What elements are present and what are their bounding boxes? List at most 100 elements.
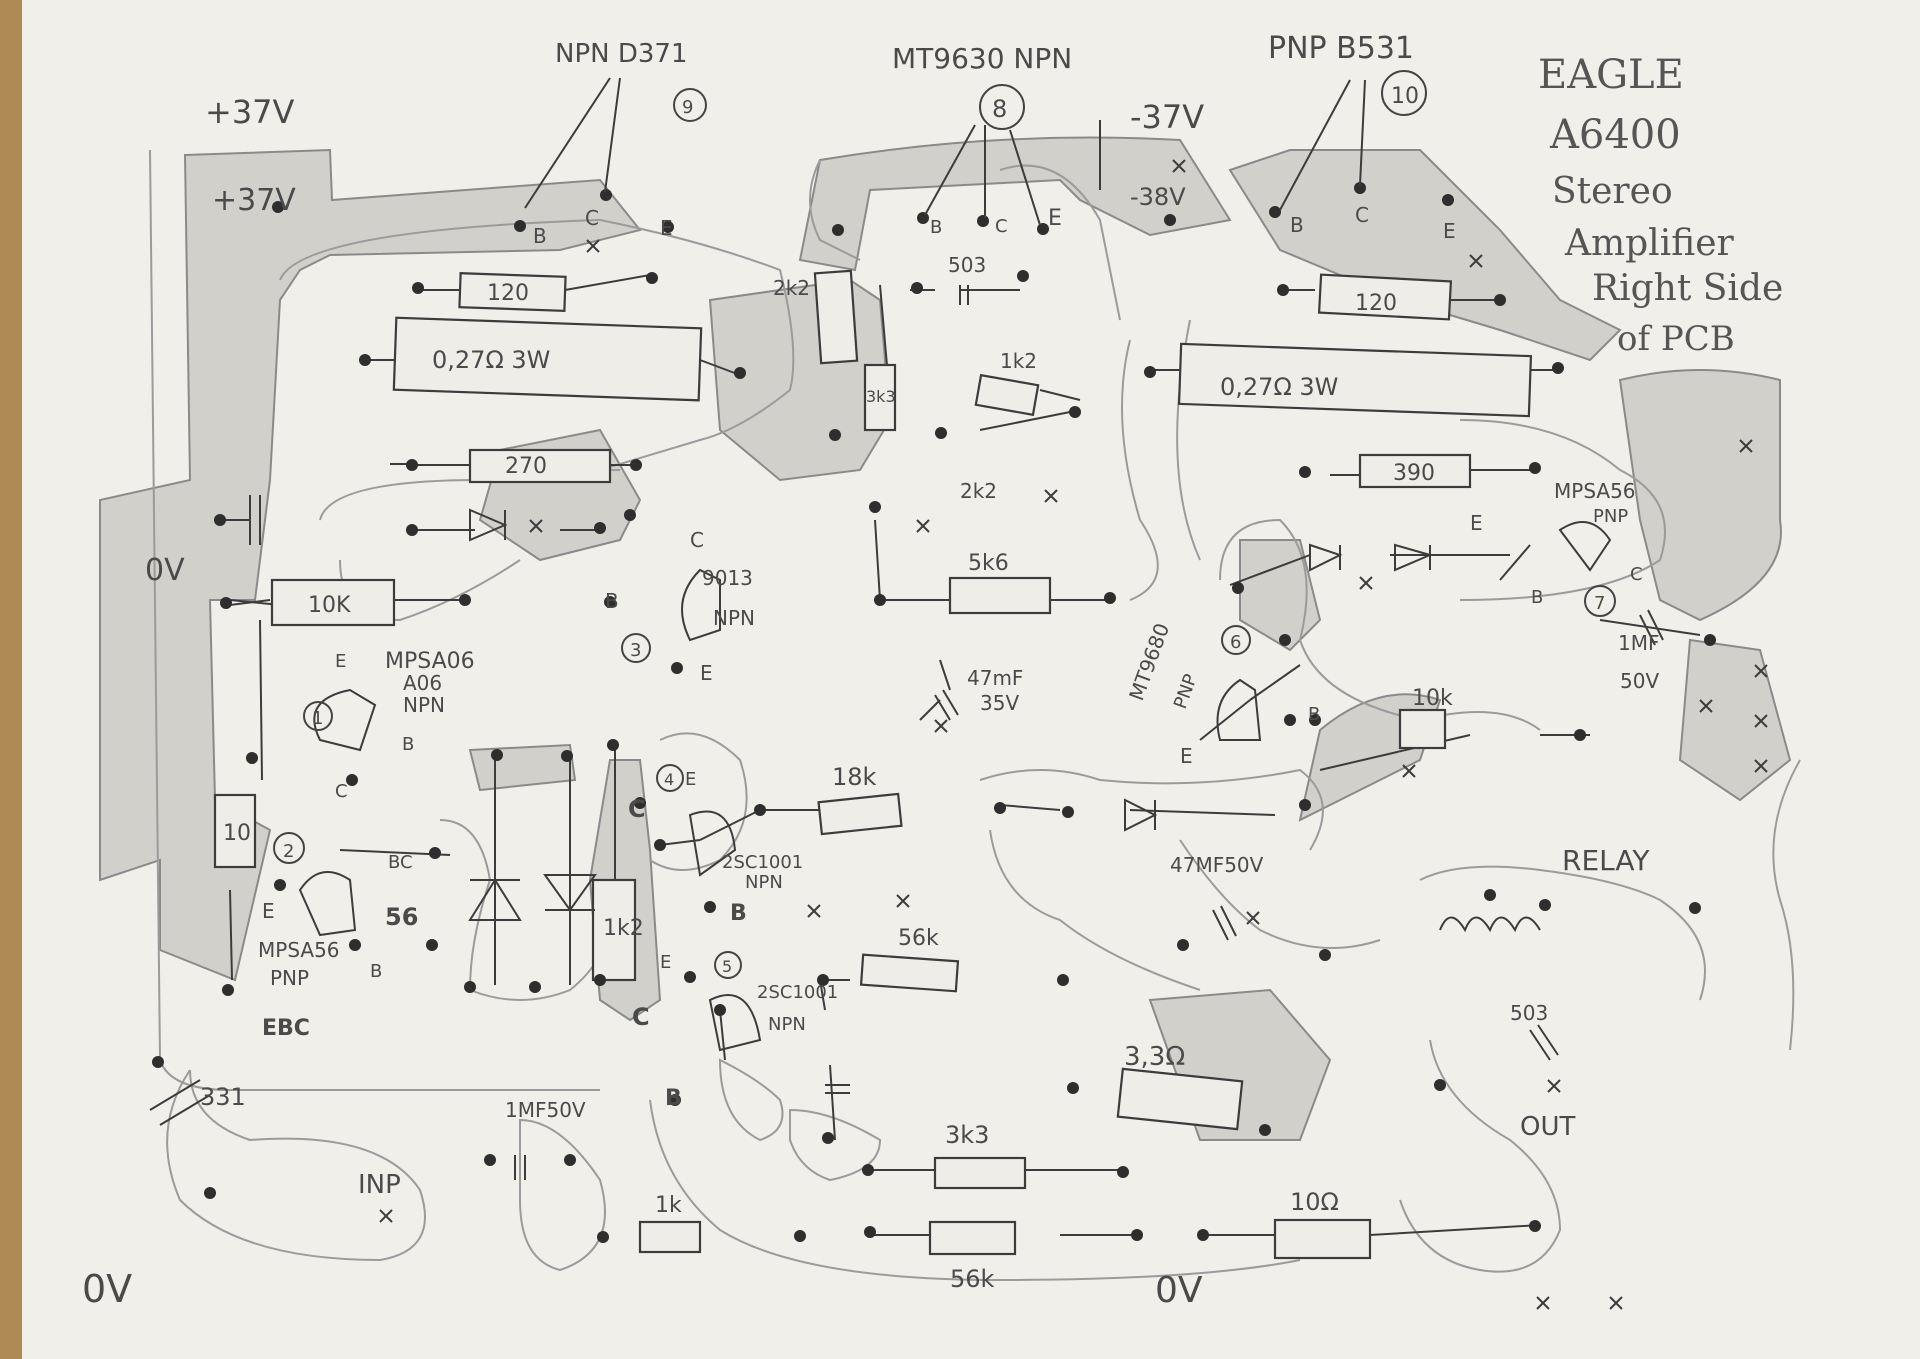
diode-right-2 — [1394, 543, 1433, 572]
cap-331 — [149, 1079, 211, 1126]
q10-number: 10 — [1391, 84, 1419, 109]
resistor-270 — [468, 448, 612, 484]
q8-pin-b: B — [930, 217, 942, 238]
label-r-3k3-v: 3k3 — [866, 387, 896, 406]
q7-pin-c: C — [1630, 564, 1643, 585]
q5-type-label: 2SC1001 — [757, 982, 838, 1003]
q8-type-label: MT9630 NPN — [892, 42, 1072, 75]
q2-number: 2 — [283, 841, 294, 862]
diode-vert-2 — [543, 874, 597, 912]
q2-pinout-label: EBC — [262, 1016, 310, 1041]
q8-pin-e: E — [1048, 206, 1062, 231]
title-line-5: Right Side — [1592, 268, 1783, 309]
label-c-47mf-50v: 47MF50V — [1170, 853, 1264, 877]
label-c-35v: 35V — [980, 691, 1019, 715]
diode-vert-1 — [468, 878, 522, 921]
q7-pnp-label: PNP — [1593, 506, 1628, 527]
rail-pos-top: +37V — [205, 93, 295, 131]
label-r-120-right: 120 — [1355, 291, 1397, 316]
resistor-3k3 — [863, 363, 897, 432]
resistor-1k2-v — [591, 878, 637, 982]
q5-number: 5 — [722, 957, 732, 976]
input-label: INP — [358, 1170, 401, 1200]
label-r-10k-small: 10k — [1412, 686, 1453, 711]
resistor-18k — [817, 792, 903, 836]
q2-body — [298, 871, 357, 937]
q6-body — [1216, 678, 1262, 741]
label-leader-lines — [524, 77, 1366, 226]
q7-body — [1558, 521, 1612, 572]
q4-pin-e: E — [685, 769, 696, 790]
right-pad-copper — [1678, 638, 1792, 802]
diode-pad-copper — [468, 743, 577, 792]
q3-type-label: 9013 — [702, 566, 753, 590]
rail-zero-bottom-left: 0V — [82, 1267, 132, 1311]
resistor-bodies — [213, 269, 1533, 1260]
q2-pin-b: B — [370, 961, 382, 982]
resistor-120-right — [1317, 273, 1453, 321]
resistor-1k2-pot — [974, 373, 1040, 417]
q8-pin-c: C — [995, 216, 1008, 237]
q6-type-label: MT9680 — [1124, 620, 1174, 704]
resistor-56k-mid — [859, 953, 960, 993]
q3-pin-b: B — [605, 589, 619, 613]
cap-1mf — [1639, 609, 1664, 646]
transistor-number-circles — [273, 70, 1616, 979]
label-r-3k3: 3k3 — [945, 1121, 989, 1149]
diode-right-1 — [1309, 543, 1343, 572]
resistor-1k — [638, 1220, 702, 1254]
right-edge-copper — [1618, 369, 1782, 622]
unused-hole-marks — [379, 159, 1768, 1310]
q2-pin-bc: BC — [388, 852, 413, 873]
q3-body — [681, 568, 721, 642]
cap-503-bottom — [1529, 1024, 1559, 1061]
resistor-027-left — [392, 316, 703, 402]
q7-pin-b: B — [1531, 587, 1543, 608]
label-c-50v: 50V — [1620, 669, 1659, 693]
solder-pads — [152, 182, 1716, 1243]
label-r-56k-mid: 56k — [898, 926, 939, 951]
pos-rail-copper — [99, 148, 642, 982]
component-symbols — [149, 285, 1664, 1180]
trace-outlines — [149, 149, 1801, 1282]
label-r-10k: 10K — [308, 593, 351, 618]
q5-npn-label: NPN — [768, 1014, 806, 1035]
capacitor-labels: 503 47mF 35V 1MF 50V 47MF50V 331 1MF50V … — [200, 253, 1659, 1122]
q10-pin-e: E — [1443, 219, 1456, 243]
q9-type-label: NPN D371 — [555, 39, 688, 69]
q1-type-label: MPSA06 — [385, 649, 475, 674]
resistor-labels: 120 0,27Ω 3W 270 10K 2k2 3k3 1k2 2k2 5k6… — [223, 276, 1453, 1293]
io-labels: RELAY INP OUT — [358, 844, 1650, 1200]
label-r-56: 56 — [385, 903, 418, 931]
q4-npn-label: NPN — [745, 872, 783, 893]
q4-body — [688, 810, 737, 877]
resistor-3k3-bottom — [933, 1156, 1027, 1190]
resistor-5k6 — [948, 576, 1052, 615]
diode-q3 — [469, 508, 508, 542]
q1-pin-e: E — [335, 651, 346, 672]
label-c-503-bottom: 503 — [1510, 1001, 1548, 1025]
label-r-270: 270 — [505, 454, 547, 479]
label-r-1k: 1k — [655, 1193, 682, 1218]
q7-pin-e: E — [1470, 511, 1483, 535]
rail-pos-inner: +37V — [212, 183, 296, 218]
q10-type-label: PNP B531 — [1268, 31, 1414, 66]
q1-a06-label: A06 — [403, 671, 442, 695]
q2-pin-e: E — [262, 899, 275, 923]
resistor-120-left — [458, 272, 567, 312]
q9-number: 9 — [682, 97, 693, 118]
q6-number: 6 — [1230, 632, 1241, 653]
q10-pin-c: C — [1355, 203, 1369, 227]
label-r-5k6: 5k6 — [968, 551, 1009, 576]
q5-pin-e: E — [660, 952, 671, 973]
q8-number: 8 — [992, 95, 1007, 123]
label-c-47mf: 47mF — [967, 666, 1023, 690]
q1-number: 1 — [312, 708, 323, 729]
q1-body — [313, 688, 377, 752]
label-r-027-right: 0,27Ω 3W — [1220, 373, 1338, 401]
q3-number: 3 — [630, 640, 641, 661]
q9-pin-b: B — [533, 224, 547, 248]
transistor-labels: NPN D371 9 B C E MT9630 NPN 8 B C E PNP … — [258, 31, 1643, 1111]
cap-47mf — [934, 689, 959, 721]
